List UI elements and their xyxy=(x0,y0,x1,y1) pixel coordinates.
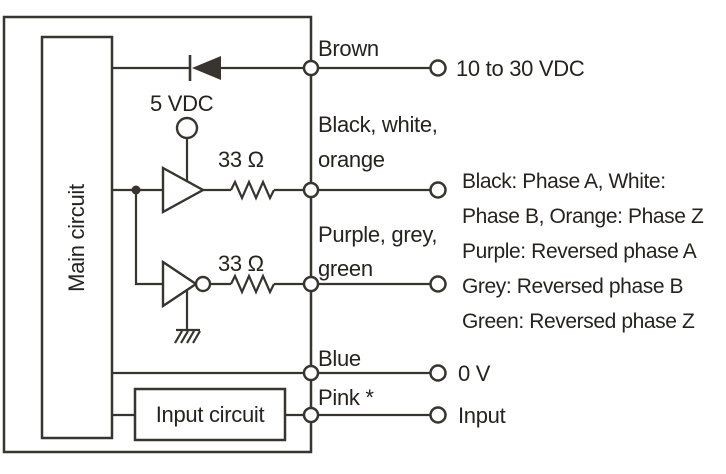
connector-circle-power xyxy=(429,59,447,77)
main-circuit-label: Main circuit xyxy=(64,184,89,292)
terminal-circle-brown xyxy=(302,59,320,77)
ground-icon xyxy=(174,328,201,344)
inverter-amplifier-icon xyxy=(161,259,199,309)
wire-label-signal-line2: orange xyxy=(318,147,385,172)
wire-label-pink: Pink * xyxy=(318,385,374,410)
connector-circle-input xyxy=(429,406,447,424)
supply-terminal-circle xyxy=(175,116,199,140)
device-enclosure-box xyxy=(2,15,313,454)
terminal-circle-pink xyxy=(302,406,320,424)
wire-label-blue: Blue xyxy=(318,346,361,371)
terminal-circle-signal xyxy=(302,181,320,199)
terminal-label-signal-line1: Black: Phase A, White: xyxy=(462,170,666,193)
wire-label-signal-line1: Black, white, xyxy=(318,112,438,137)
resistor-bottom-label: 33 Ω xyxy=(218,251,264,276)
connector-circle-reversed xyxy=(429,275,447,293)
main-circuit-box xyxy=(40,35,114,440)
wire-label-brown: Brown xyxy=(318,36,379,61)
connector-circle-signal xyxy=(429,181,447,199)
resistor-top-label: 33 Ω xyxy=(218,147,264,172)
input-circuit-label: Input circuit xyxy=(156,402,265,427)
inverter-bubble-icon xyxy=(194,275,212,293)
connector-circle-zero-volt xyxy=(429,364,447,382)
terminal-label-signal-line2: Phase B, Orange: Phase Z xyxy=(462,205,704,228)
terminal-circle-reversed xyxy=(302,275,320,293)
wire-label-reversed-line2: green xyxy=(318,256,373,281)
terminal-label-zero-volt: 0 V xyxy=(458,361,491,386)
supply-voltage-label: 5 VDC xyxy=(150,91,214,116)
terminal-label-power: 10 to 30 VDC xyxy=(456,56,585,81)
wire-label-reversed-line1: Purple, grey, xyxy=(318,222,437,247)
terminal-label-reversed-line3: Green: Reversed phase Z xyxy=(462,310,695,333)
terminal-label-input: Input xyxy=(458,403,506,428)
terminal-label-reversed-line1: Purple: Reversed phase A xyxy=(462,240,697,263)
terminal-circle-blue xyxy=(302,364,320,382)
branch-wire xyxy=(134,190,163,286)
terminal-label-reversed-line2: Grey: Reversed phase B xyxy=(462,275,683,298)
resistor-top-icon xyxy=(230,179,275,201)
diode-icon xyxy=(192,56,221,80)
resistor-bottom-icon xyxy=(230,273,275,295)
buffer-amplifier-icon xyxy=(161,165,206,215)
